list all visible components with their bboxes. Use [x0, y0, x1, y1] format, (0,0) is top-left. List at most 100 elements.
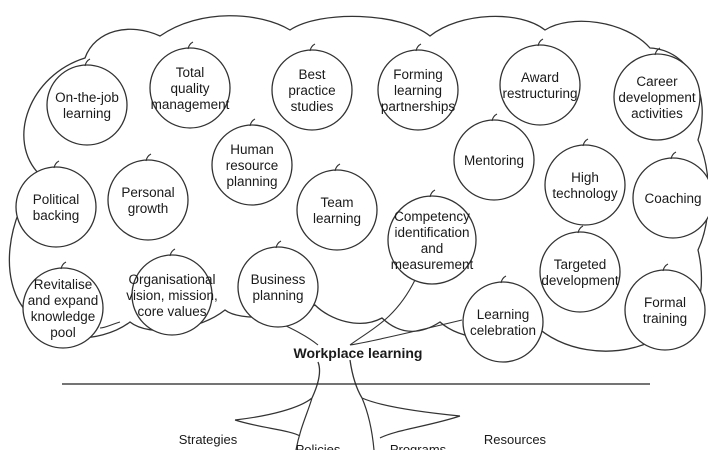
fruit-stem — [577, 225, 584, 234]
fruit-label-line: Learning — [477, 307, 530, 322]
fruit-circle — [107, 159, 189, 241]
fruit-label-line: restructuring — [502, 86, 577, 101]
root-label-strategies: Strategies — [179, 432, 238, 447]
fruit-circle — [149, 47, 231, 129]
fruit-label-line: Political — [33, 192, 80, 207]
fruit-label-line: and — [421, 241, 444, 256]
fruit-label-line: Targeted — [554, 257, 607, 272]
fruit-stem — [309, 43, 316, 52]
fruit-label-line: planning — [252, 288, 303, 303]
fruit-label-line: Human — [230, 142, 274, 157]
root-label-programs: Programs — [390, 442, 447, 450]
fruit-circle — [46, 64, 128, 146]
fruit-label-line: Best — [298, 67, 325, 82]
fruit-stem — [145, 153, 152, 162]
fruit-stem — [582, 138, 589, 147]
fruit-label-line: Competency — [394, 209, 470, 224]
fruit-label-line: Mentoring — [464, 153, 524, 168]
fruit-circle — [15, 166, 97, 248]
fruit-label-line: On-the-job — [55, 90, 119, 105]
fruit-label-line: partnerships — [381, 99, 456, 114]
fruit-label-line: identification — [394, 225, 469, 240]
fruit-label-line: Revitalise — [34, 277, 93, 292]
fruit-circle — [271, 49, 353, 131]
fruit-label-line: celebration — [470, 323, 536, 338]
fruit-label-line: Personal — [121, 185, 174, 200]
fruit-stem — [654, 47, 661, 56]
fruit-circle — [377, 49, 459, 131]
fruit-circle — [237, 246, 319, 328]
fruit-label-line: learning — [63, 106, 111, 121]
tree-trunk — [311, 359, 363, 399]
fruit-stem — [187, 41, 194, 50]
tree-roots — [234, 397, 461, 450]
fruit-circle — [499, 44, 581, 126]
fruit-label-line: learning — [394, 83, 442, 98]
fruit-stem — [275, 240, 282, 249]
fruit-circle — [544, 144, 626, 226]
fruit-label-line: High — [571, 170, 599, 185]
fruit-circle — [22, 267, 104, 349]
fruit-stem — [491, 113, 498, 122]
fruit-circle — [632, 157, 708, 239]
fruit-circle — [131, 254, 213, 336]
fruit-circle — [462, 281, 544, 363]
fruit-label-line: knowledge — [31, 309, 96, 324]
fruit-circle — [613, 53, 701, 141]
fruit-label-line: activities — [631, 106, 683, 121]
fruit-label-line: growth — [128, 201, 169, 216]
fruit-label-line: measurement — [391, 257, 474, 272]
fruit-circles: On-the-joblearningTotalqualitymanagement… — [15, 38, 708, 363]
fruit-stem — [249, 118, 256, 127]
fruit-label-line: vision, mission, — [126, 288, 218, 303]
fruit-label-line: Award — [521, 70, 559, 85]
fruit-mentoring: Mentoring — [453, 113, 535, 201]
fruit-label-line: Business — [251, 272, 306, 287]
fruit-label-line: development — [541, 273, 619, 288]
fruit-circle — [539, 231, 621, 313]
fruit-label-line: Total — [176, 65, 205, 80]
fruit-label-line: studies — [291, 99, 334, 114]
fruit-label-line: Organisational — [128, 272, 215, 287]
fruit-label-line: training — [643, 311, 687, 326]
fruit-label-line: development — [618, 90, 696, 105]
fruit-circle — [453, 119, 535, 201]
fruit-label-line: Formal — [644, 295, 686, 310]
fruit-stem — [169, 248, 176, 257]
fruit-label-line: Career — [636, 74, 678, 89]
fruit-label-line: Forming — [393, 67, 443, 82]
fruit-label-line: backing — [33, 208, 80, 223]
fruit-stem — [415, 43, 422, 52]
fruit-circle — [296, 169, 378, 251]
fruit-circle — [387, 195, 477, 285]
fruit-stem — [429, 189, 436, 198]
fruit-label-line: practice — [288, 83, 335, 98]
fruit-label-line: Team — [320, 195, 353, 210]
fruit-circle — [211, 124, 293, 206]
root-label-resources: Resources — [484, 432, 547, 447]
fruit-coaching: Coaching — [632, 151, 708, 239]
fruit-stem — [537, 38, 544, 47]
fruit-label-line: quality — [170, 81, 209, 96]
fruit-stem — [334, 163, 341, 172]
root-label-policies: Policies — [296, 442, 341, 450]
fruit-label-line: learning — [313, 211, 361, 226]
fruit-stem — [60, 261, 67, 270]
fruit-label-line: resource — [226, 158, 279, 173]
